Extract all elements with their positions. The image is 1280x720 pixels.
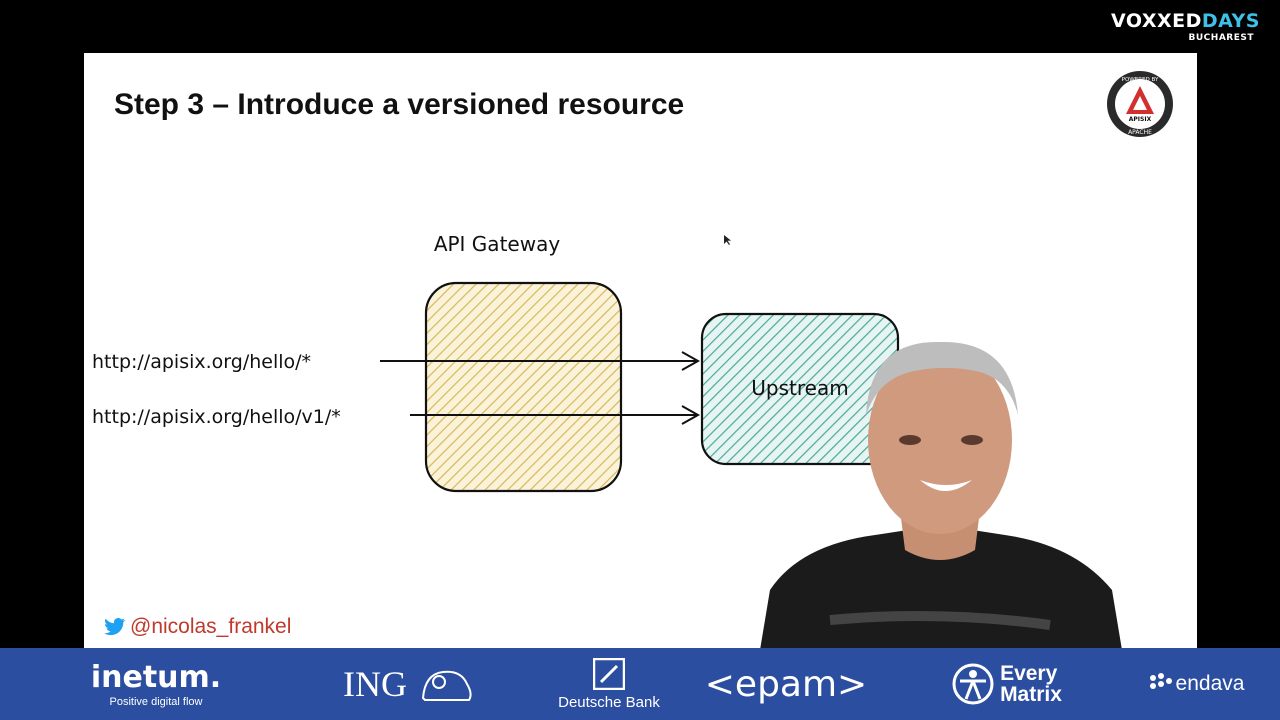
- endava-logo-text: endava: [1175, 672, 1245, 695]
- deutsche-bank-text: Deutsche Bank: [558, 693, 660, 711]
- mouse-pointer-icon: [724, 235, 731, 245]
- gateway-box: [424, 281, 623, 493]
- sponsor-inetum: inetum. Positive digital flow: [58, 648, 254, 720]
- route-arrow-1: [380, 351, 701, 371]
- route-label-1: http://apisix.org/hello/*: [92, 351, 311, 373]
- sponsor-deutsche-bank: Deutsche Bank: [548, 648, 670, 720]
- event-name: VOXXEDDAYS: [1110, 10, 1260, 32]
- route-arrow-2: [410, 405, 701, 425]
- twitter-icon: [104, 618, 126, 636]
- lion-icon: [421, 670, 472, 701]
- deutsche-bank-icon: [593, 657, 625, 690]
- event-city: BUCHAREST: [1188, 33, 1254, 43]
- twitter-handle-text: @nicolas_frankel: [130, 615, 292, 638]
- apisix-badge: POWERED BY APISIX APACHE: [1107, 71, 1173, 137]
- inetum-logo-text: inetum.: [90, 660, 222, 695]
- epam-logo-text: <epam>: [704, 663, 868, 705]
- badge-top-text: POWERED BY: [1122, 77, 1159, 83]
- slide: Step 3 – Introduce a versioned resource …: [84, 53, 1197, 648]
- badge-mark-text: APISIX: [1129, 116, 1152, 123]
- slide-title: Step 3 – Introduce a versioned resource: [114, 88, 685, 121]
- diagram: API Gateway Upstream http://apisix.org/h…: [92, 232, 900, 493]
- gateway-label: API Gateway: [434, 232, 561, 256]
- sponsor-endava: endava: [1144, 648, 1248, 720]
- everymatrix-line2: Matrix: [1000, 683, 1062, 706]
- upstream-label: Upstream: [751, 376, 848, 400]
- twitter-handle: @nicolas_frankel: [104, 615, 291, 639]
- ing-logo-text: ING: [343, 664, 407, 704]
- route-label-2: http://apisix.org/hello/v1/*: [92, 406, 341, 428]
- inetum-tagline: Positive digital flow: [109, 696, 203, 708]
- everymatrix-line1: Every: [1000, 662, 1058, 685]
- speaker-video: [760, 341, 1122, 650]
- badge-bottom-text: APACHE: [1128, 129, 1152, 136]
- sponsor-everymatrix: Every Matrix: [944, 648, 1070, 720]
- sponsor-ing: ING: [320, 648, 500, 720]
- event-brand: VOXXEDDAYS BUCHAREST: [1106, 10, 1260, 43]
- sponsor-epam: <epam>: [705, 648, 867, 720]
- everymatrix-icon: [952, 663, 994, 705]
- sponsor-bar: inetum. Positive digital flow ING Deutsc…: [0, 648, 1280, 720]
- endava-icon: [1149, 673, 1172, 689]
